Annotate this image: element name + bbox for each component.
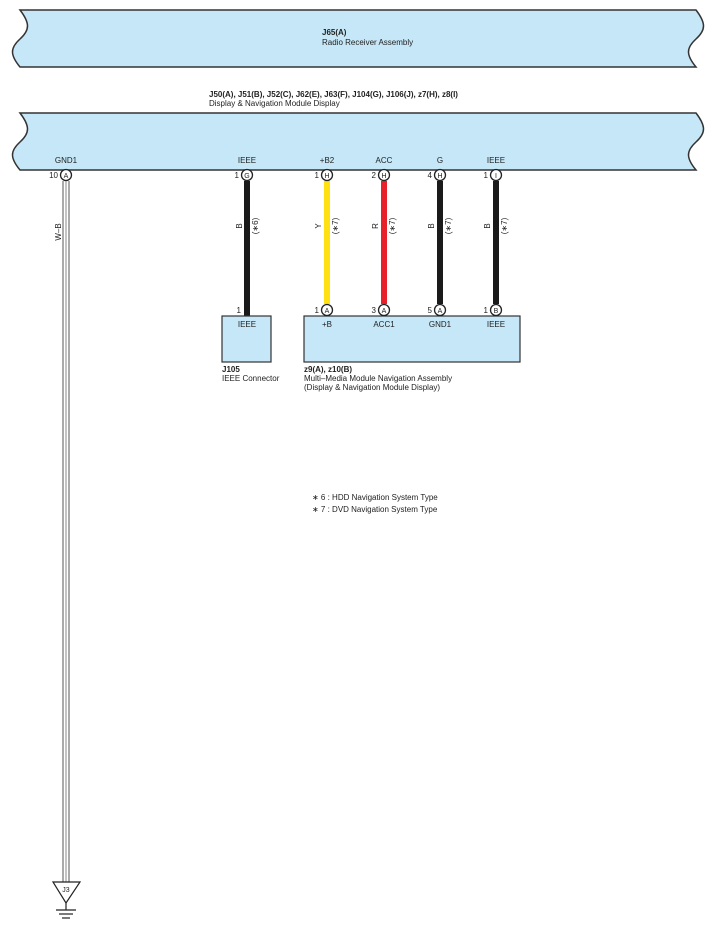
- wire-note-g: (∗7): [444, 217, 453, 234]
- connector-letter: A: [325, 308, 330, 315]
- connector-letter: H: [437, 173, 442, 180]
- top-connector-b2: 1 H: [315, 168, 334, 182]
- bottom-connector-ieee: 1 B IEEE: [484, 303, 505, 329]
- ieee-connector-code: J105: [222, 365, 240, 374]
- top-connector-g: 4 H: [428, 168, 447, 182]
- ground-symbol-j3: J3: [51, 881, 82, 919]
- bottom-connector-b: 1 A +B: [315, 303, 334, 329]
- connector-letter: I: [495, 173, 497, 180]
- radio-receiver-code: J65(A): [322, 28, 347, 37]
- top-connector-ieee-2: 1 I: [484, 168, 503, 182]
- bottom-connector-acc1: 3 A ACC1: [372, 303, 395, 329]
- terminal-label-ieee-bottom: IEEE: [487, 320, 505, 329]
- display-module-body: [11, 112, 705, 171]
- ieee-connector-j105: 1 IEEE J105 IEEE Connector: [221, 306, 280, 383]
- terminal-label-g: G: [437, 156, 443, 165]
- top-connector-acc: 2 H: [372, 168, 391, 182]
- ieee-connector-box: [221, 315, 272, 363]
- radio-receiver-body: [11, 9, 705, 68]
- top-connector-gnd1: 10 A: [49, 168, 73, 182]
- pin-number: 4: [428, 171, 433, 180]
- wire-code-acc: R: [371, 223, 380, 229]
- bottom-connector-gnd1: 5 A GND1: [428, 303, 452, 329]
- wire-note-b2: (∗7): [331, 217, 340, 234]
- wire-note-ieee-2: (∗7): [500, 217, 509, 234]
- connector-letter: G: [244, 173, 249, 180]
- connector-letter: H: [324, 173, 329, 180]
- top-connector-ieee: 1 G: [235, 168, 254, 182]
- ieee-connector-box-label: IEEE: [238, 320, 256, 329]
- pin-number: 5: [428, 306, 433, 315]
- note-hdd: ∗ 6 : HDD Navigation System Type: [312, 493, 438, 502]
- wire-code-ieee: B: [235, 223, 244, 228]
- terminal-label-b: +B: [322, 320, 332, 329]
- ieee-connector-pin: 1: [237, 306, 242, 315]
- mm-navigation-name: Multi–Media Module Navigation Assembly: [304, 374, 452, 383]
- mm-navigation-code: z9(A), z10(B): [304, 365, 352, 374]
- pin-number: 1: [235, 171, 240, 180]
- wire-code-ieee-2: B: [483, 223, 492, 228]
- ieee-connector-name: IEEE Connector: [222, 374, 280, 383]
- radio-receiver-assembly: J65(A) Radio Receiver Assembly: [11, 9, 705, 68]
- wire-code-b2: Y: [314, 223, 323, 229]
- note-dvd: ∗ 7 : DVD Navigation System Type: [312, 505, 438, 514]
- pin-number: 1: [484, 306, 489, 315]
- display-module-name: Display & Navigation Module Display: [209, 99, 340, 108]
- wire-note-acc: (∗7): [388, 217, 397, 234]
- wire-note-ieee: (∗6): [251, 217, 260, 234]
- pin-number: 10: [49, 171, 58, 180]
- terminal-label-b2: +B2: [320, 156, 335, 165]
- terminal-label-acc: ACC: [376, 156, 393, 165]
- pin-number: 1: [315, 306, 320, 315]
- wire-code-g: B: [427, 223, 436, 228]
- terminal-label-gnd1: GND1: [55, 156, 78, 165]
- wire-code-w-b: W–B: [54, 223, 63, 240]
- connector-letter: A: [64, 173, 69, 180]
- terminal-label-ieee-2: IEEE: [487, 156, 505, 165]
- pin-number: 2: [372, 171, 377, 180]
- terminal-label-gnd1-bottom: GND1: [429, 320, 452, 329]
- connector-letter: B: [494, 308, 499, 315]
- mm-navigation-assembly: z9(A), z10(B) Multi–Media Module Navigat…: [303, 315, 521, 392]
- display-module-code: J50(A), J51(B), J52(C), J62(E), J63(F), …: [209, 90, 458, 99]
- terminal-label-ieee: IEEE: [238, 156, 256, 165]
- pin-number: 1: [315, 171, 320, 180]
- pin-number: 3: [372, 306, 377, 315]
- connector-letter: A: [382, 308, 387, 315]
- terminal-label-acc1: ACC1: [373, 320, 395, 329]
- connector-letter: H: [381, 173, 386, 180]
- radio-receiver-name: Radio Receiver Assembly: [322, 38, 413, 47]
- pin-number: 1: [484, 171, 489, 180]
- connector-letter: A: [438, 308, 443, 315]
- mm-navigation-box: [303, 315, 521, 363]
- ground-label: J3: [62, 887, 70, 894]
- mm-navigation-name-2: (Display & Navigation Module Display): [304, 383, 440, 392]
